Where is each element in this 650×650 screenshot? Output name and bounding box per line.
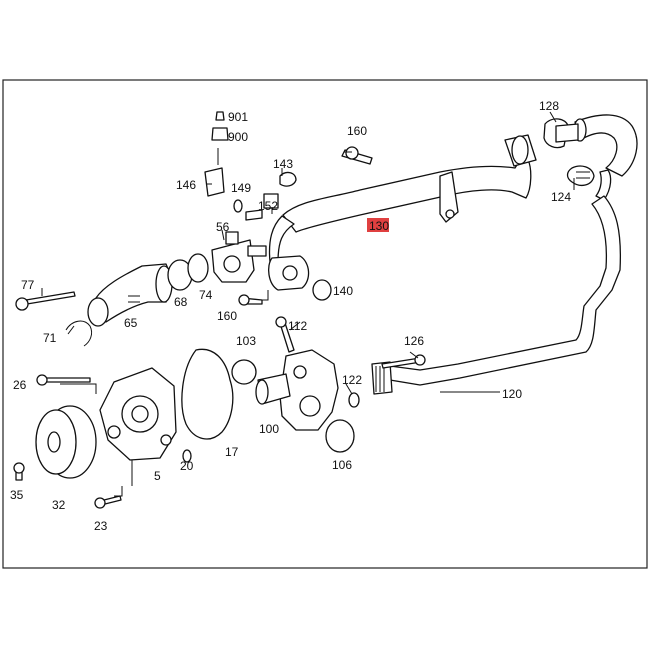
seal-ring-103[interactable] — [231, 359, 257, 385]
thermostat-56[interactable] — [211, 231, 267, 283]
callout-17: 17 — [225, 445, 239, 459]
callout-901: 901 — [228, 110, 248, 124]
water-pump-5[interactable] — [99, 367, 177, 461]
sensor-stack[interactable] — [204, 111, 373, 221]
seal-ring-74[interactable] — [187, 253, 209, 283]
callout-149: 149 — [231, 181, 251, 195]
dowel-pin-20[interactable] — [182, 449, 192, 463]
callout-100: 100 — [259, 422, 279, 436]
seal-ring-106[interactable] — [325, 419, 355, 453]
seal-ring-140[interactable] — [312, 279, 332, 301]
bolt-112[interactable] — [275, 316, 295, 353]
callout-65: 65 — [124, 316, 138, 330]
callout-23: 23 — [94, 519, 108, 533]
callout-26: 26 — [13, 378, 27, 392]
callout-160-lower: 160 — [217, 309, 237, 323]
callout-112: 112 — [288, 319, 307, 333]
callout-146: 146 — [176, 178, 196, 192]
callout-labels: 901 900 146 149 143 152 160 128 124 130 … — [10, 99, 571, 533]
bolt-160-lower[interactable] — [238, 294, 263, 306]
callout-20: 20 — [180, 459, 194, 473]
callout-103: 103 — [236, 334, 256, 348]
bolt-35[interactable] — [13, 462, 25, 481]
gasket-17[interactable] — [181, 348, 234, 440]
bolt-23[interactable] — [94, 495, 122, 509]
callout-130: 130 — [369, 219, 389, 233]
callout-106: 106 — [332, 458, 352, 472]
pulley-32[interactable] — [35, 405, 97, 479]
callout-152: 152 — [258, 199, 278, 213]
callout-32: 32 — [52, 498, 66, 512]
callout-35: 35 — [10, 488, 24, 502]
diagram-frame — [2, 79, 648, 569]
bolt-26[interactable] — [36, 374, 91, 386]
callout-160-top: 160 — [347, 124, 367, 138]
clip-71[interactable] — [65, 320, 93, 347]
coolant-pipe-130[interactable] — [267, 134, 537, 291]
callout-124: 124 — [551, 190, 571, 204]
bolt-77[interactable] — [15, 291, 76, 311]
coolant-hose-128[interactable] — [543, 114, 638, 201]
callout-77: 77 — [21, 278, 35, 292]
callout-120: 120 — [502, 387, 522, 401]
callout-140: 140 — [333, 284, 353, 298]
callout-5: 5 — [154, 469, 161, 483]
leader-lines — [41, 111, 575, 497]
callout-128: 128 — [539, 99, 559, 113]
callout-130-highlight — [367, 218, 389, 232]
callout-900: 900 — [228, 130, 248, 144]
callout-56: 56 — [216, 220, 230, 234]
callout-143: 143 — [273, 157, 293, 171]
callout-71: 71 — [43, 331, 57, 345]
callout-122: 122 — [342, 373, 362, 387]
callout-126: 126 — [404, 334, 424, 348]
outlet-housing-100[interactable] — [255, 349, 339, 431]
seal-ring-122[interactable] — [348, 392, 360, 408]
callout-68: 68 — [174, 295, 188, 309]
callout-74: 74 — [199, 288, 213, 302]
